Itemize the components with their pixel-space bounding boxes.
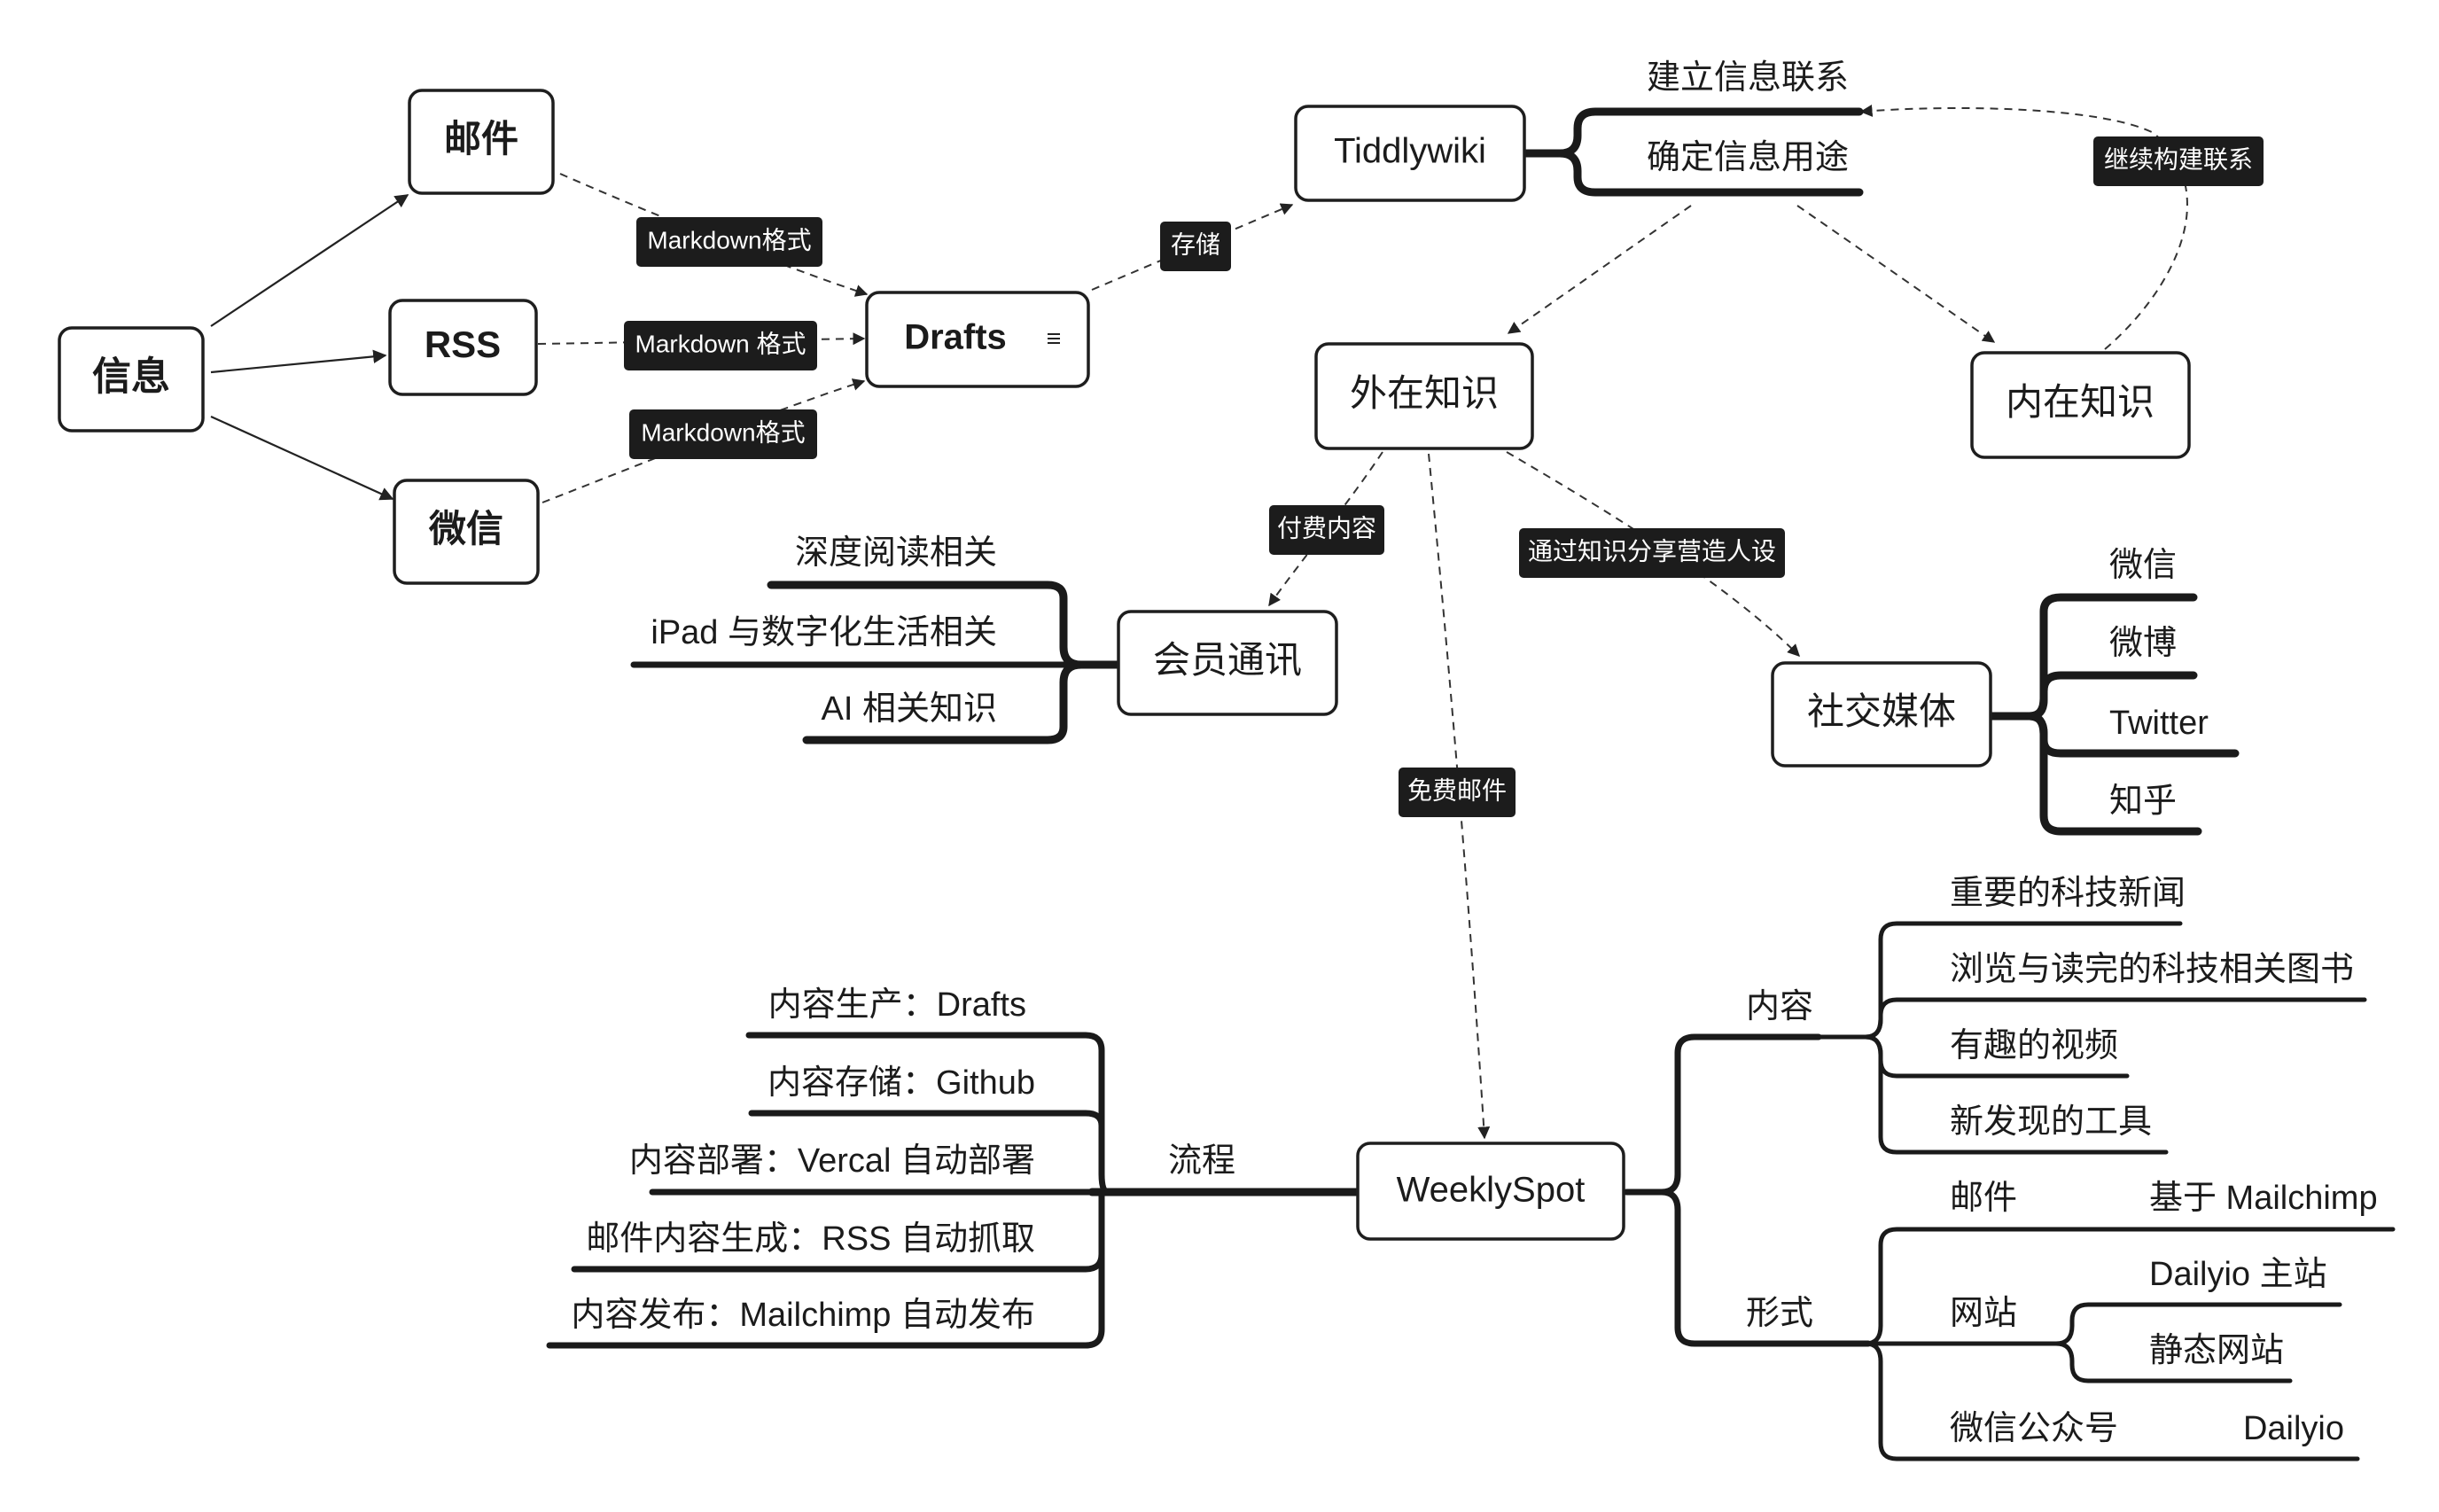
label-build-connection: 建立信息联系 <box>1647 59 1849 97</box>
label-form-mail: 邮件 <box>1950 1180 2017 1217</box>
label-form: 形式 <box>1746 1295 1813 1332</box>
arrow-to-external <box>1507 205 1692 334</box>
branch-process-5 <box>546 1237 1105 1349</box>
node-membership[interactable]: 会员通讯 <box>1117 610 1338 716</box>
tag-markdown-rss: Markdown 格式 <box>624 321 817 370</box>
branch-content-2 <box>1863 997 2367 1040</box>
node-weeklyspot-label: WeeklySpot <box>1397 1171 1586 1210</box>
arrow-info-rss <box>210 349 387 374</box>
label-deep-reading: 深度阅读相关 <box>795 534 997 572</box>
node-wechat[interactable]: 微信 <box>393 479 540 585</box>
node-info[interactable]: 信息 <box>58 326 205 433</box>
label-content-3: 有趣的视频 <box>1950 1027 2118 1064</box>
tag-markdown-mail: Markdown格式 <box>636 217 822 267</box>
tag-markdown-wechat-text: Markdown格式 <box>641 418 805 446</box>
node-info-label: 信息 <box>92 355 170 399</box>
label-determine-use: 确定信息用途 <box>1647 139 1849 176</box>
tag-markdown-wechat: Markdown格式 <box>629 409 817 459</box>
label-form-wechat-detail: Dailyio <box>2243 1410 2344 1447</box>
arrow-to-internal <box>1796 205 1996 343</box>
tag-store-text: 存储 <box>1171 230 1220 258</box>
branch-process-1 <box>745 1032 1156 1196</box>
node-internal-knowledge[interactable]: 内在知识 <box>1970 351 2191 459</box>
node-rss-label: RSS <box>425 323 501 365</box>
branch-process-2 <box>748 1110 1105 1129</box>
branch-labels: 建立信息联系 确定信息用途 深度阅读相关 iPad 与数字化生活相关 AI 相关… <box>571 59 2377 1447</box>
tag-free-text: 免费邮件 <box>1407 776 1507 804</box>
tag-continue-building: 继续构建联系 <box>2093 136 2264 186</box>
node-external-label: 外在知识 <box>1350 372 1499 414</box>
node-tiddlywiki[interactable]: Tiddlywiki <box>1294 105 1526 202</box>
branch-site-2 <box>2053 1341 2293 1383</box>
edge-tags: Markdown格式 Markdown 格式 Markdown格式 存储 继续构… <box>624 136 2264 817</box>
label-process-1: 内容生产：Drafts <box>768 986 1026 1024</box>
node-drafts-label: Drafts <box>904 318 1007 357</box>
tag-paid-content: 付费内容 <box>1269 505 1384 555</box>
node-tiddlywiki-label: Tiddlywiki <box>1334 132 1486 171</box>
node-wechat-label: 微信 <box>428 508 503 549</box>
label-social-zhihu: 知乎 <box>2109 783 2177 820</box>
node-weeklyspot[interactable]: WeeklySpot <box>1356 1142 1625 1241</box>
label-content: 内容 <box>1746 988 1813 1025</box>
label-form-wechat: 微信公众号 <box>1950 1410 2118 1447</box>
branch-social-4 <box>2025 712 2202 836</box>
label-social-wechat: 微信 <box>2109 547 2177 584</box>
node-rss[interactable]: RSS <box>388 299 538 396</box>
branch-content-4 <box>1863 1034 2169 1155</box>
label-social-twitter: Twitter <box>2109 705 2209 742</box>
label-process: 流程 <box>1168 1142 1235 1180</box>
tag-share-text: 通过知识分享营造人设 <box>1528 537 1776 565</box>
label-content-4: 新发现的工具 <box>1950 1103 2152 1141</box>
list-lines-icon <box>1048 333 1060 344</box>
label-social-weibo: 微博 <box>2109 625 2177 662</box>
tag-knowledge-sharing: 通过知识分享营造人设 <box>1519 528 1785 578</box>
label-form-mail-detail: 基于 Mailchimp <box>2149 1180 2378 1217</box>
label-site-2: 静态网站 <box>2149 1332 2284 1369</box>
branch-tiddly-2 <box>1555 149 1864 197</box>
branch-member-3 <box>802 660 1086 744</box>
tag-markdown-mail-text: Markdown格式 <box>647 226 811 253</box>
arrow-drafts-tiddlywiki <box>1091 203 1294 291</box>
node-mail-label: 邮件 <box>444 118 518 160</box>
tag-markdown-rss-text: Markdown 格式 <box>635 330 807 357</box>
label-process-5: 内容发布：Mailchimp 自动发布 <box>571 1297 1035 1334</box>
node-external-knowledge[interactable]: 外在知识 <box>1314 342 1534 450</box>
label-process-2: 内容存储：Github <box>768 1064 1035 1102</box>
label-form-site: 网站 <box>1950 1295 2017 1332</box>
branch-lines <box>546 107 2396 1461</box>
tag-store: 存储 <box>1160 222 1231 271</box>
arrow-info-mail <box>210 194 409 327</box>
tag-continue-text: 继续构建联系 <box>2104 145 2253 173</box>
label-content-2: 浏览与读完的科技相关图书 <box>1950 951 2354 988</box>
node-social-media[interactable]: 社交媒体 <box>1771 661 1992 768</box>
node-membership-label: 会员通讯 <box>1153 639 1302 681</box>
label-site-1: Dailyio 主站 <box>2149 1256 2327 1293</box>
arrow-info-wechat <box>210 415 394 501</box>
branch-form-main <box>1658 1189 1872 1347</box>
node-mail[interactable]: 邮件 <box>408 89 555 195</box>
node-internal-label: 内在知识 <box>2006 381 2155 423</box>
node-social-label: 社交媒体 <box>1807 690 1956 732</box>
label-ipad-digital: iPad 与数字化生活相关 <box>651 614 997 651</box>
label-process-4: 邮件内容生成：RSS 自动抓取 <box>586 1220 1035 1258</box>
label-ai-knowledge: AI 相关知识 <box>822 690 997 728</box>
branch-form-wechat <box>1863 1341 2360 1461</box>
nodes: 信息 邮件 RSS 微信 Drafts Tiddlywiki <box>58 89 2191 1241</box>
branch-content-main <box>1623 1033 1822 1196</box>
node-drafts[interactable]: Drafts <box>865 291 1090 388</box>
tag-paid-text: 付费内容 <box>1277 514 1376 542</box>
label-content-1: 重要的科技新闻 <box>1950 875 2186 912</box>
tag-free-mail: 免费邮件 <box>1399 768 1516 817</box>
label-process-3: 内容部署：Vercal 自动部署 <box>629 1142 1035 1180</box>
